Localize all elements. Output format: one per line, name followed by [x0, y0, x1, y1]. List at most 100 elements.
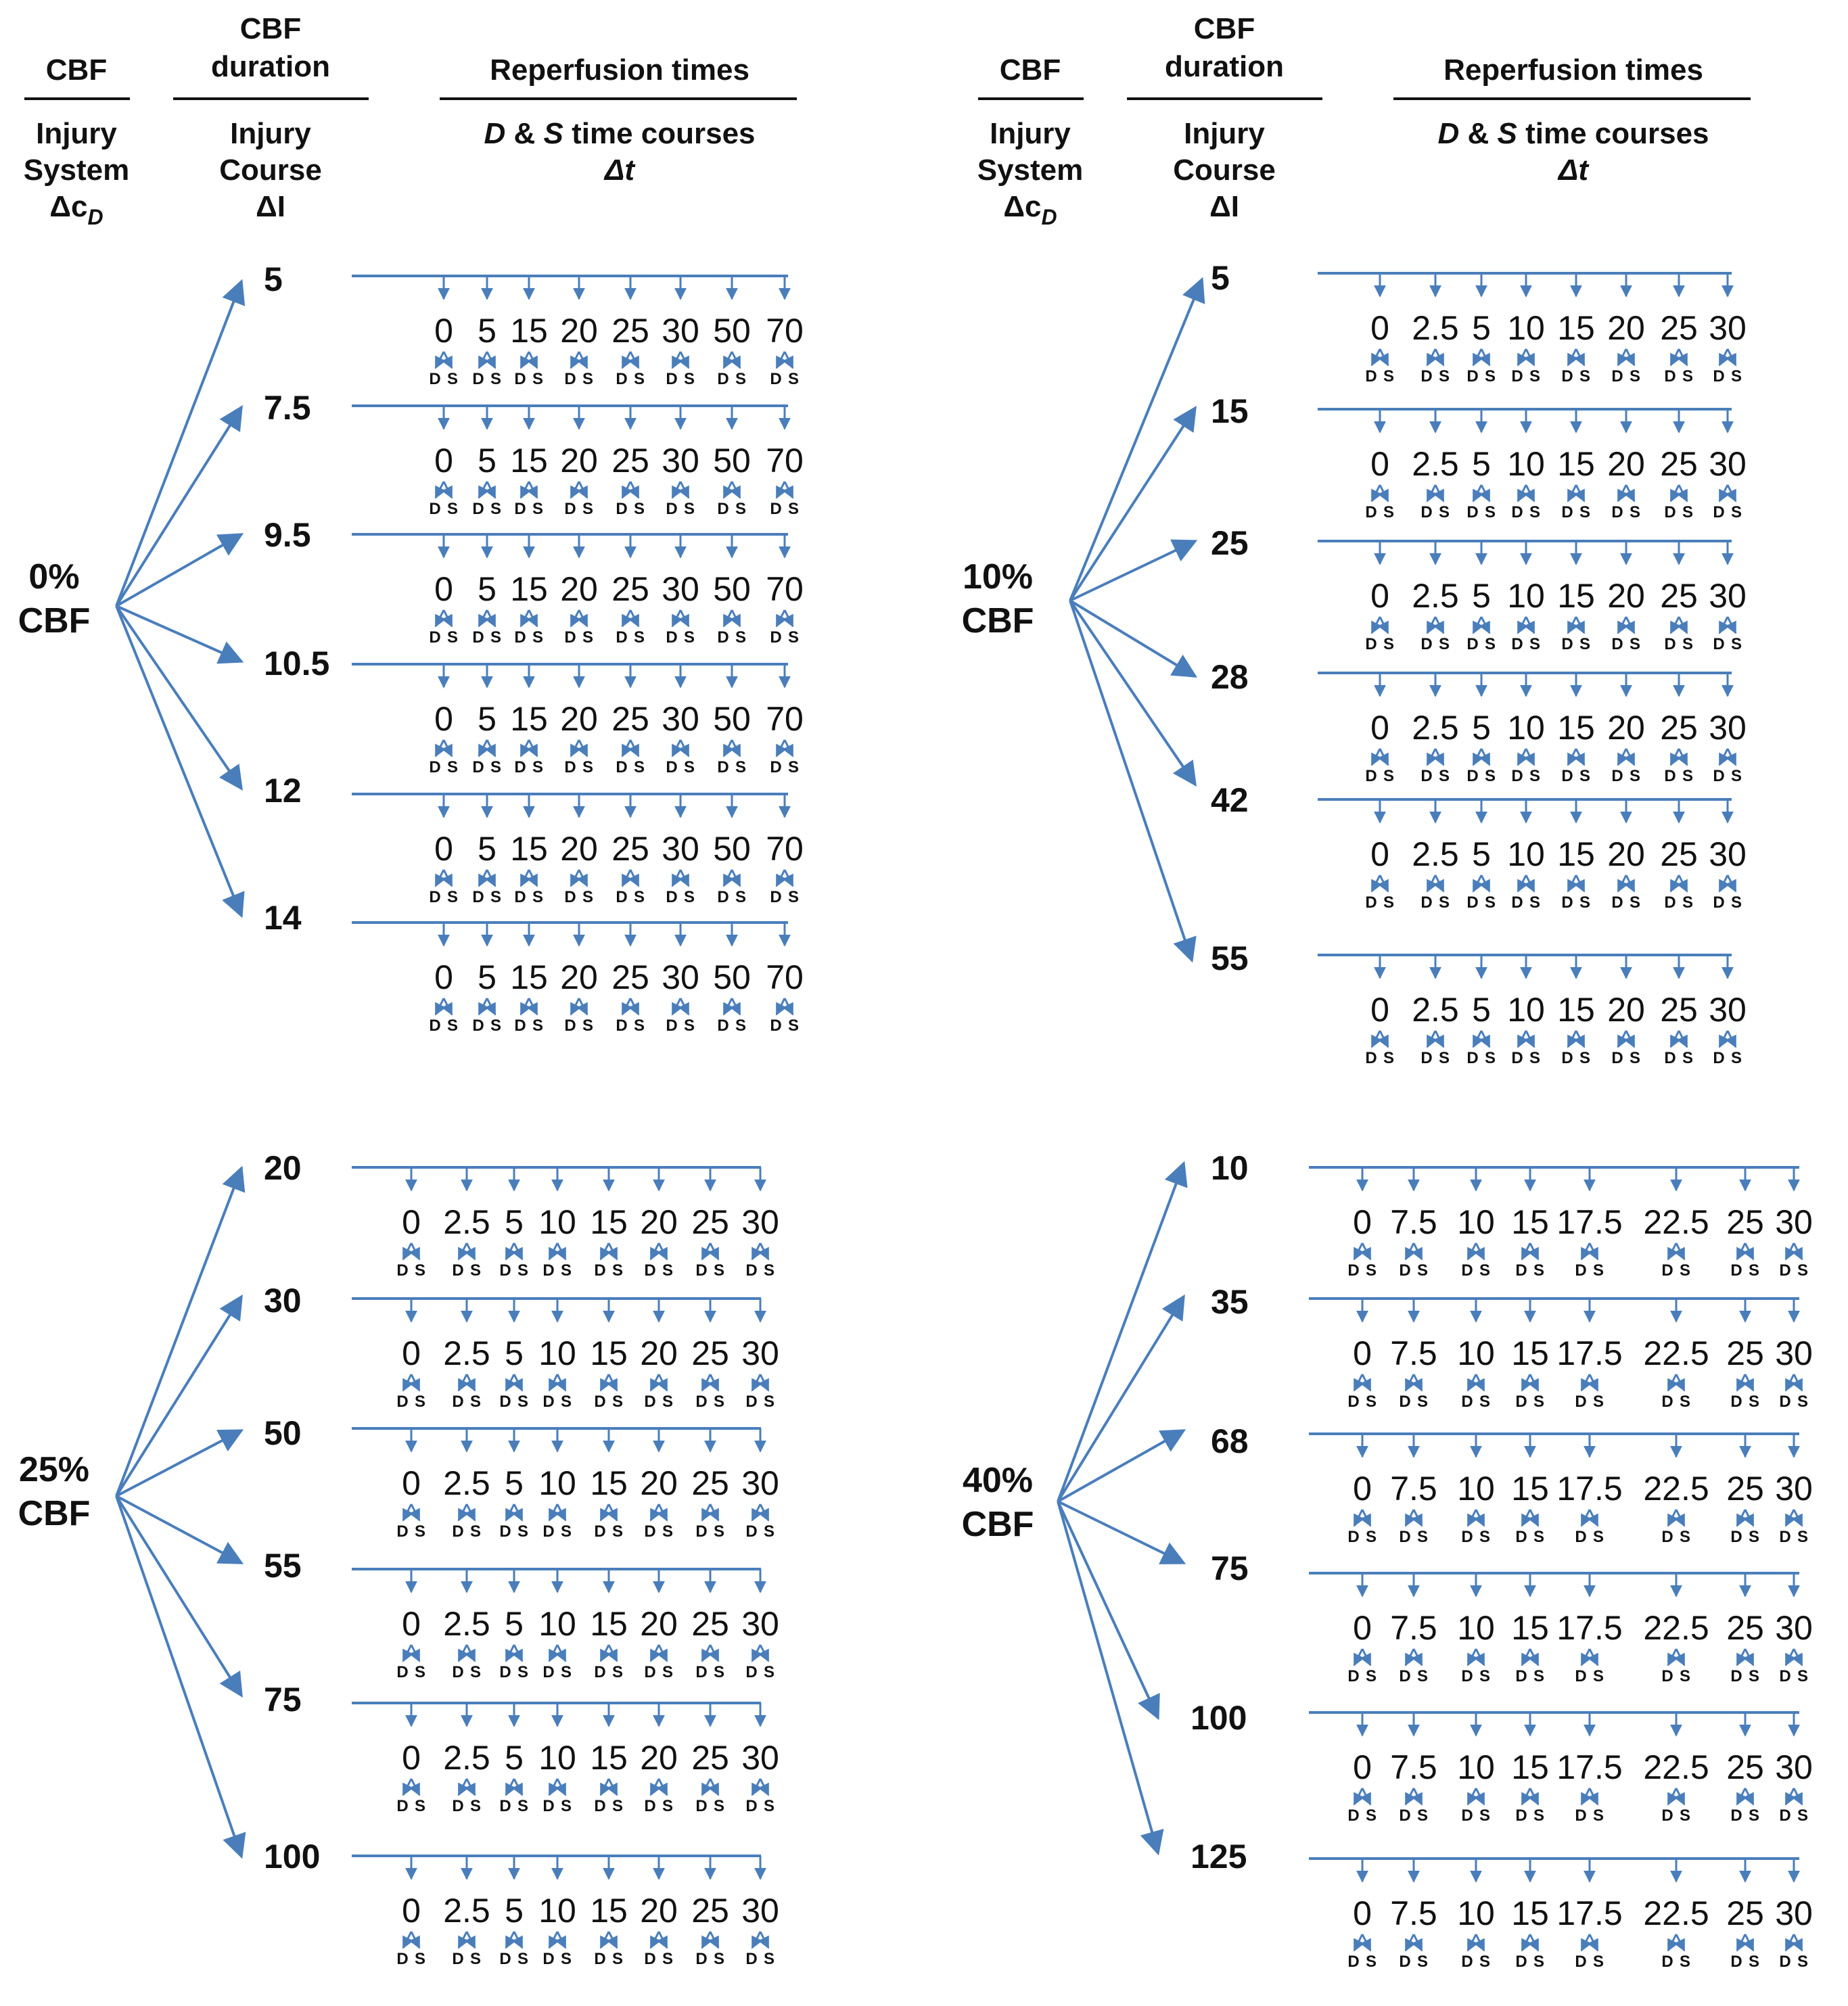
reperfusion-time-label: 15 [1511, 1894, 1549, 1932]
d-branch-arrow [751, 1778, 763, 1796]
d-label: D [514, 500, 526, 518]
s-branch-arrow [628, 351, 640, 369]
d-branch-arrow [1370, 874, 1383, 893]
reperfusion-time-label: 25 [691, 1334, 729, 1372]
reperfusion-time-label: 30 [662, 700, 699, 738]
cbf-label: CBF [962, 1505, 1034, 1544]
d-branch-arrow [434, 481, 446, 499]
s-branch-arrow [729, 869, 741, 887]
d-label: D [452, 1663, 463, 1681]
s-label: S [1439, 767, 1450, 785]
s-label: S [532, 758, 543, 776]
s-label: S [582, 370, 593, 388]
reperfusion-time-label: 10 [538, 1203, 576, 1241]
s-branch-arrow [1791, 1788, 1803, 1806]
s-label: S [447, 1017, 458, 1035]
d-label: D [1511, 1049, 1523, 1067]
s-branch-arrow [484, 998, 496, 1016]
reperfusion-time-label: 25 [611, 312, 649, 350]
s-label: S [634, 628, 645, 647]
s-label: S [612, 1393, 623, 1411]
s-label: S [561, 1393, 572, 1411]
d-branch-arrow [505, 1931, 517, 1949]
s-label: S [1593, 1261, 1604, 1280]
d-label: D [695, 1663, 707, 1681]
delta-cd-symbol: ΔcD [1003, 190, 1057, 229]
reperfusion-time-label: 50 [713, 570, 751, 608]
d-branch-arrow [599, 1778, 611, 1796]
s-label: S [1680, 1806, 1690, 1825]
reperfusion-time-label: 22.5 [1643, 1748, 1709, 1786]
s-label: S [1749, 1667, 1759, 1685]
d-label: D [616, 370, 627, 388]
s-label: S [1529, 893, 1540, 912]
d-branch-arrow [1580, 1242, 1592, 1261]
s-label: S [684, 758, 695, 776]
d-branch-arrow [1567, 874, 1579, 893]
d-branch-arrow [434, 869, 446, 887]
s-label: S [764, 1261, 775, 1280]
reperfusion-time-label: 20 [560, 442, 598, 480]
s-branch-arrow [758, 1778, 770, 1796]
d-branch-arrow [1466, 1648, 1479, 1666]
d-branch-arrow [1517, 616, 1529, 634]
s-label: S [634, 500, 645, 518]
reperfusion-time-label: 15 [1557, 709, 1595, 747]
reperfusion-time-label: 20 [560, 958, 598, 996]
reperfusion-time-label: 20 [1607, 991, 1645, 1029]
d-branch-arrow [1580, 1934, 1592, 1952]
s-branch-arrow [1360, 1934, 1372, 1952]
d-label: D [1779, 1953, 1791, 1971]
reperfusion-time-label: 30 [1709, 991, 1747, 1029]
d-branch-arrow [1517, 484, 1529, 503]
d-branch-arrow [570, 869, 582, 887]
d-label: D [499, 1663, 511, 1681]
s-branch-arrow [1673, 1648, 1686, 1666]
d-branch-arrow [505, 1503, 517, 1522]
d-branch-arrow [1718, 748, 1730, 766]
reperfusion-time-label: 17.5 [1556, 1609, 1622, 1647]
cbf-percent-label: 25% [19, 1450, 89, 1489]
s-branch-arrow [678, 998, 690, 1016]
s-branch-arrow [464, 1778, 476, 1796]
reperfusion-time-label: 5 [1472, 835, 1491, 873]
d-label: D [666, 370, 677, 388]
s-label: S [735, 628, 746, 647]
reperfusion-time-label: 30 [1709, 835, 1747, 873]
cbf-label: CBF [18, 601, 91, 640]
s-label: S [582, 888, 593, 906]
s-branch-arrow [708, 1374, 720, 1392]
fan-arrow [115, 404, 243, 607]
s-label: S [1579, 367, 1590, 386]
s-label: S [561, 1261, 572, 1280]
reperfusion-time-label: 7.5 [1390, 1748, 1437, 1786]
s-label: S [612, 1797, 623, 1815]
reperfusion-time-label: 0 [1353, 1894, 1372, 1932]
d-branch-arrow [621, 869, 633, 887]
d-branch-arrow [621, 351, 633, 369]
d-branch-arrow [1617, 484, 1629, 503]
d-label: D [1515, 1953, 1527, 1971]
d-label: D [542, 1522, 554, 1541]
d-branch-arrow [1404, 1509, 1416, 1527]
s-label: S [788, 1017, 799, 1035]
d-label: D [1365, 635, 1377, 653]
d-branch-arrow [1580, 1509, 1592, 1527]
d-label: D [695, 1950, 707, 1968]
d-branch-arrow [1736, 1788, 1748, 1806]
d-branch-arrow [1580, 1374, 1592, 1392]
d-label: D [594, 1950, 605, 1968]
reperfusion-time-label: 25 [1660, 991, 1698, 1029]
d-label: D [770, 888, 781, 906]
d-label: D [564, 628, 576, 647]
d-branch-arrow [751, 1931, 763, 1949]
d-branch-arrow [722, 609, 735, 628]
d-label: D [396, 1663, 408, 1681]
d-branch-arrow [1404, 1648, 1416, 1666]
d-label: D [1511, 367, 1523, 386]
